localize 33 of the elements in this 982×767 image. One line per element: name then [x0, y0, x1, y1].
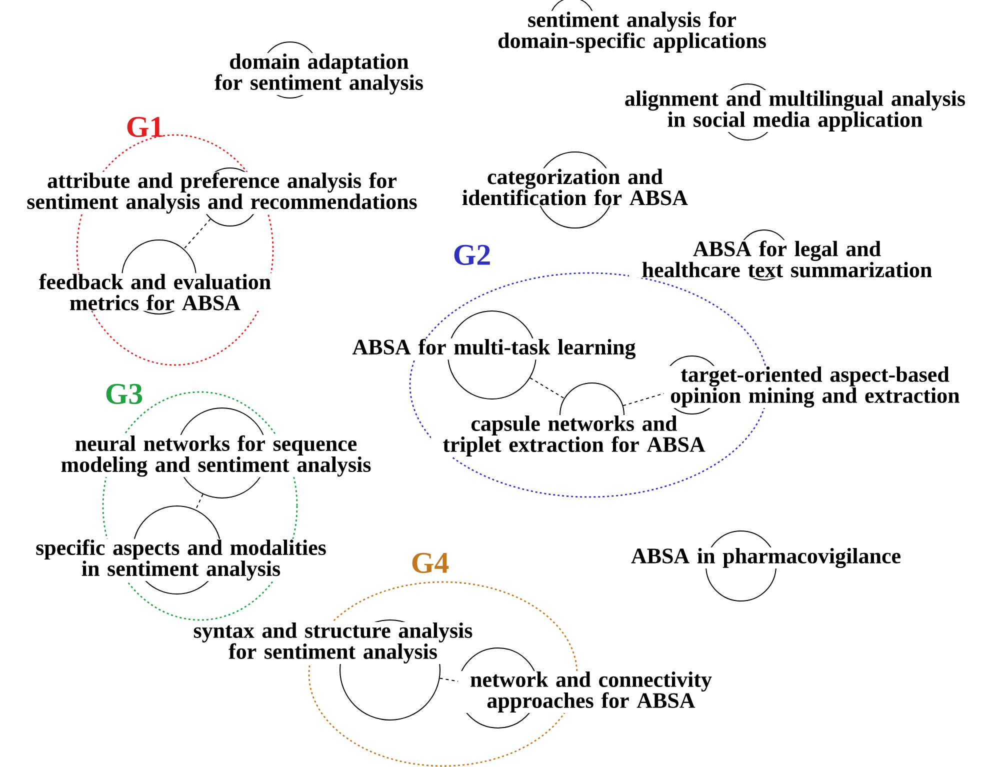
node-label: capsule networks and triplet extraction for ABSA — [443, 416, 706, 456]
circle-node: specific aspects and modalities in sentiment analysis — [23, 506, 339, 594]
node-label: neural networks for sequence modeling and sentiment analysis — [61, 435, 371, 477]
circle-node: ABSA for multi-task learning — [334, 310, 654, 400]
node-label: attribute and preference analysis for sentiment analysis and recommendations — [27, 172, 417, 214]
circle-node: ABSA for legal and healthcare text summarization — [629, 230, 945, 280]
dashed-line — [183, 218, 211, 250]
node-label: alignment and multilingual analysis in social media application — [625, 90, 965, 132]
dashed-line — [439, 678, 459, 682]
circle-node: ABSA in pharmacovigilance — [616, 530, 916, 602]
dashed-line — [530, 377, 565, 399]
circle-node: attribute and preference analysis for sentiment analysis and recommendations — [22, 168, 422, 226]
node-label: sentiment analysis for domain-specific applications — [498, 11, 766, 53]
node-label: feedback and evaluation metrics for ABSA — [39, 274, 271, 310]
circle-node: neural networks for sequence modeling and sentiment analysis — [56, 408, 376, 498]
group-label: G4 — [412, 552, 449, 574]
node-label: domain adaptation for sentiment analysis — [214, 53, 423, 95]
circle-node: categorization and identification for ABSA — [450, 152, 700, 228]
group-label: G2 — [454, 244, 490, 266]
group-label: G1 — [127, 116, 163, 138]
circle-node: sentiment analysis for domain-specific applications — [494, 0, 770, 54]
circle-node: feedback and evaluation metrics for ABSA — [27, 240, 283, 314]
node-label: ABSA in pharmacovigilance — [631, 548, 900, 568]
node-label: categorization and identification for ABSA — [462, 168, 688, 206]
dashed-line — [622, 392, 664, 406]
group-label: G3 — [106, 384, 142, 404]
circle-node: alignment and multilingual analysis in social media application — [610, 84, 980, 140]
node-label: specific aspects and modalities in sentiment analysis — [36, 539, 326, 581]
circle-node: network and connectivity approaches for ABSA — [456, 648, 726, 728]
dashed-line — [195, 494, 204, 510]
circle-node: target-oriented aspect-based opinion mining and extraction — [654, 356, 976, 414]
node-label: ABSA for legal and healthcare text summarization — [642, 240, 932, 278]
circle-node: domain adaptation for sentiment analysis — [198, 42, 440, 98]
